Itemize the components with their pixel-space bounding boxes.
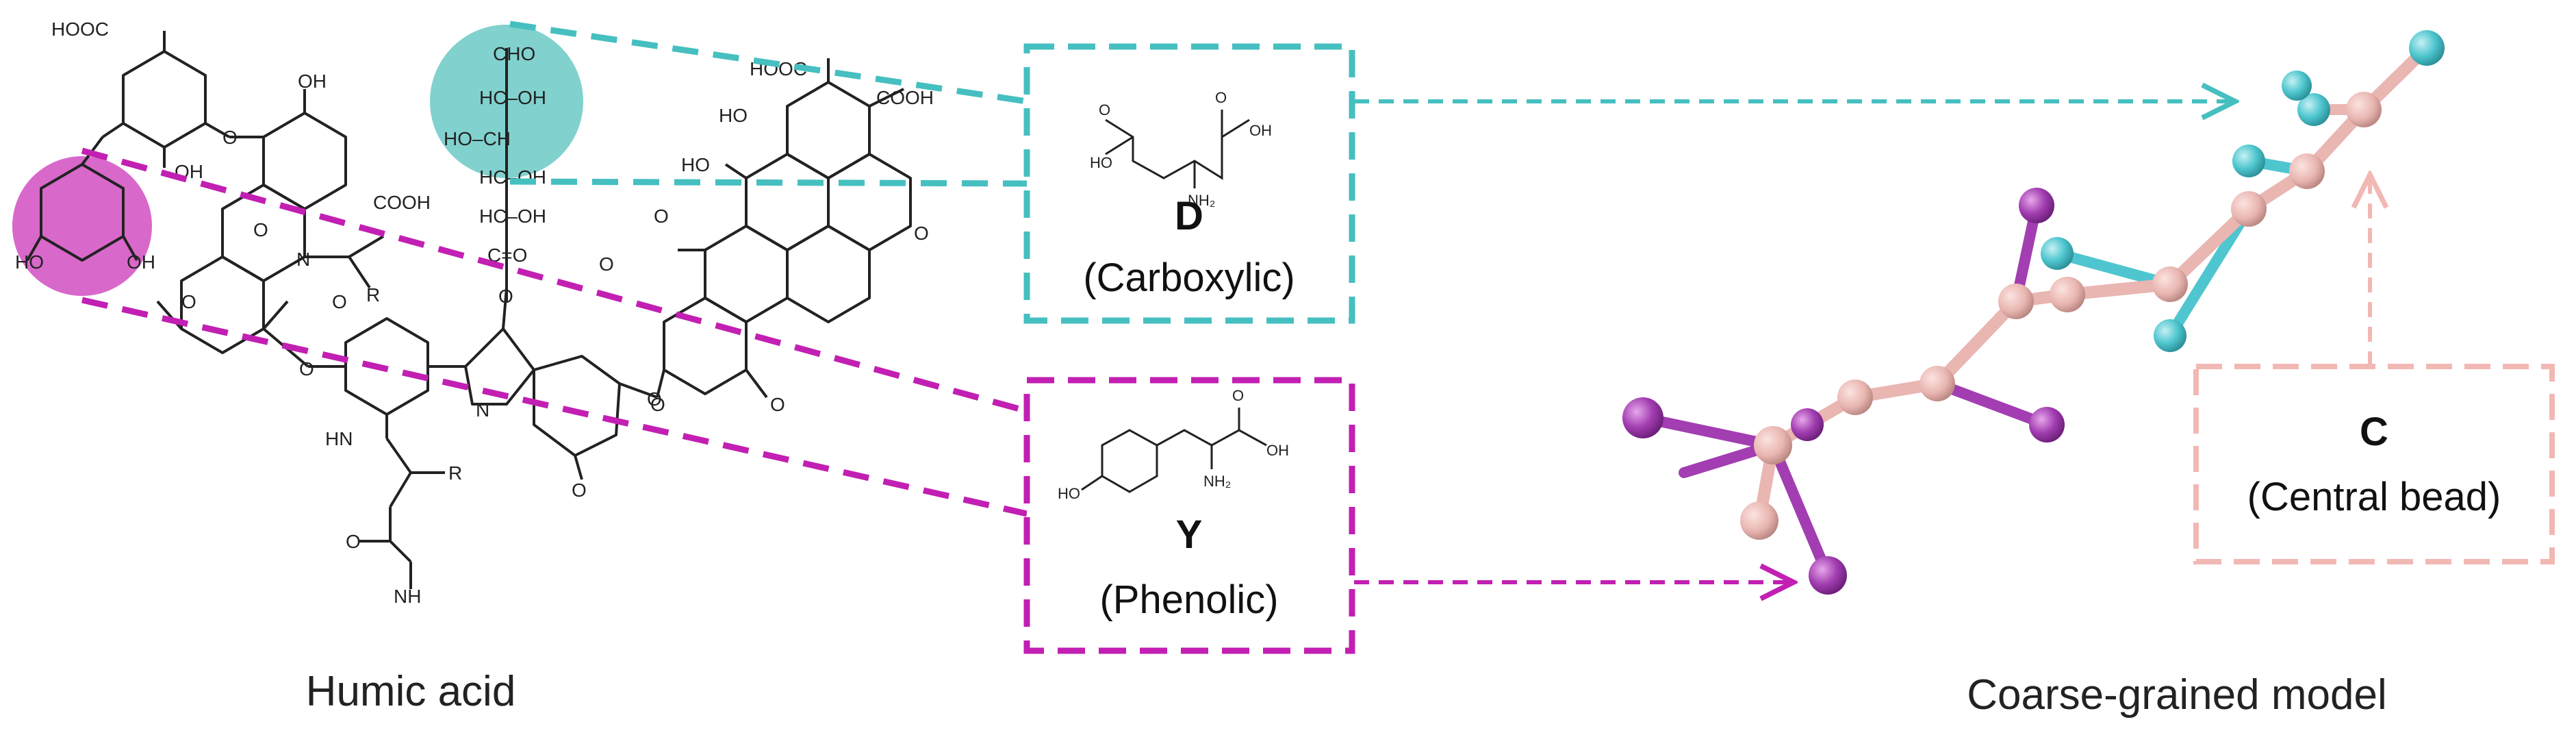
nh-label: NH bbox=[394, 586, 421, 607]
o-methoxy-label: O bbox=[770, 394, 785, 415]
oh-label-1: OH bbox=[298, 71, 327, 92]
box-y-letter: Y bbox=[1176, 512, 1203, 557]
cyan-connector-top bbox=[509, 21, 1028, 105]
phenolic-bead bbox=[2019, 188, 2054, 223]
humic-acid-caption: Humic acid bbox=[306, 668, 516, 715]
o-link-2-label: O bbox=[299, 358, 314, 379]
central-bead bbox=[1754, 426, 1792, 464]
phenolic-bead bbox=[1791, 408, 1824, 441]
phenolic-bead bbox=[2029, 407, 2065, 443]
catechol-oh-label: OH bbox=[127, 251, 155, 273]
purple-connector-top bbox=[81, 147, 1028, 414]
phenolic-highlight-circle bbox=[12, 156, 152, 296]
n-2-label: N bbox=[476, 399, 489, 421]
o-ring-4-label: O bbox=[572, 479, 587, 501]
model-arrows bbox=[1354, 101, 2370, 582]
central-bead bbox=[1920, 366, 1955, 401]
y-oh1-label: OH bbox=[1266, 442, 1289, 459]
box-c-frame bbox=[2193, 364, 2555, 564]
central-bead bbox=[2289, 153, 2325, 189]
r-1-label: R bbox=[366, 284, 380, 306]
d-o2-label: O bbox=[1215, 89, 1227, 106]
ho-right-label: HO bbox=[719, 105, 748, 126]
central-bead bbox=[2050, 277, 2085, 312]
phenolic-bead bbox=[1809, 556, 1847, 595]
r-2-label: R bbox=[448, 462, 462, 484]
box-c-central: C (Central bead) bbox=[2193, 364, 2555, 564]
o-link-3-label: O bbox=[647, 388, 662, 410]
d-oh1-label: OH bbox=[1249, 122, 1272, 139]
phenolic-bead bbox=[1622, 397, 1663, 438]
box-c-letter: C bbox=[2360, 410, 2388, 454]
box-d-name: (Carboxylic) bbox=[1083, 256, 1295, 300]
cooh-side-label: COOH bbox=[373, 192, 431, 213]
o-ring-1-label: O bbox=[253, 219, 268, 240]
central-bead bbox=[1998, 284, 2034, 319]
connector-lines bbox=[81, 21, 1028, 517]
central-bead bbox=[2231, 191, 2267, 227]
o-amide-label: O bbox=[346, 531, 361, 552]
central-bead bbox=[1740, 501, 1778, 540]
hc-oh-1-label: HC–OH bbox=[479, 87, 546, 108]
y-ho1-label: HO bbox=[1058, 485, 1080, 502]
cho-label: CHO bbox=[493, 43, 535, 64]
carboxylic-bead bbox=[2154, 319, 2186, 352]
humic-acid-structure: HOOC OH OH O HO OH COOH N R O O O O HN R… bbox=[12, 18, 934, 715]
box-c-name: (Central bead) bbox=[2247, 475, 2501, 519]
hn-label: HN bbox=[325, 428, 353, 449]
box-d-frame bbox=[1023, 43, 1355, 324]
coarse-grained-model: Coarse-grained model bbox=[1622, 30, 2445, 719]
purple-connector-bottom bbox=[81, 297, 1028, 517]
hooc-top-label: HOOC bbox=[51, 18, 109, 40]
d-nh2-label: NH₂ bbox=[1188, 192, 1215, 209]
catechol-ho-label: HO bbox=[15, 251, 44, 273]
ho-right-2-label: HO bbox=[681, 154, 710, 175]
o-link-1-label: O bbox=[222, 127, 238, 148]
o-furan-label: O bbox=[914, 223, 929, 244]
box-y-frame bbox=[1023, 377, 1355, 654]
y-nh2-label: NH₂ bbox=[1203, 473, 1231, 490]
hc-oh-3-label: HC–OH bbox=[479, 205, 546, 227]
y-o1-label: O bbox=[1232, 387, 1244, 404]
box-d-letter: D bbox=[1175, 194, 1203, 238]
box-y-name: (Phenolic) bbox=[1099, 577, 1278, 622]
box-y-phenolic: O OH HO NH₂ Y (Phenolic) bbox=[1023, 377, 1355, 654]
o-quinone-2-label: O bbox=[599, 253, 614, 275]
o-ring-3-label: O bbox=[332, 291, 347, 312]
o-link-4-label: O bbox=[498, 286, 513, 307]
carboxylic-bead bbox=[2297, 93, 2330, 126]
carboxylic-bead bbox=[2282, 71, 2312, 101]
o-link-5-label: O bbox=[650, 394, 665, 415]
o-ring-2-label: O bbox=[181, 291, 196, 312]
model-caption: Coarse-grained model bbox=[1967, 671, 2386, 719]
central-bead bbox=[1837, 379, 1873, 415]
d-ho1-label: HO bbox=[1090, 154, 1112, 171]
carboxylic-bead bbox=[2409, 30, 2445, 66]
carboxylic-bead bbox=[2232, 145, 2265, 177]
box-d-carboxylic: O O OH HO NH₂ D (Carboxylic) bbox=[1023, 43, 1355, 324]
n-1-label: N bbox=[296, 249, 310, 270]
cyan-connector-bottom bbox=[509, 178, 1028, 187]
carboxylic-bead bbox=[2041, 237, 2074, 270]
central-bead bbox=[2346, 92, 2382, 127]
central-bead bbox=[2152, 266, 2188, 302]
ho-ch-label: HO–CH bbox=[444, 128, 511, 149]
o-quinone-1-label: O bbox=[654, 205, 669, 227]
d-o1-label: O bbox=[1099, 101, 1110, 119]
cooh-right-label: COOH bbox=[876, 87, 934, 108]
